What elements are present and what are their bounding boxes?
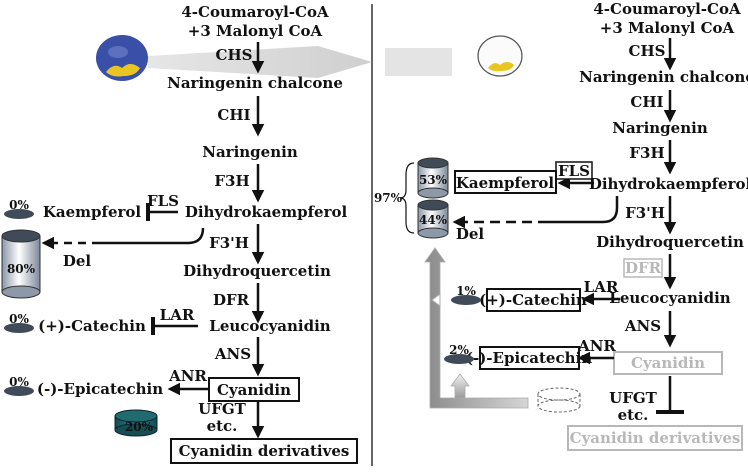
light-seed-icon [477, 35, 523, 77]
right-total-brace [399, 162, 415, 234]
left-epicatechin-pct: 0% [9, 375, 29, 389]
right-catechin-disc [451, 295, 481, 305]
right-enzyme-anr: ANR [577, 337, 616, 355]
left-enzyme-chs: CHS [216, 46, 253, 64]
right-cyanidin: Cyanidin [631, 354, 705, 372]
left-del-cylinder [1, 229, 41, 299]
right-epicatechin-disc [444, 354, 474, 364]
left-substrate-1: 4-Coumaroyl-CoA [181, 3, 329, 21]
right-leucocyanidin: Leucocyanidin [609, 289, 730, 307]
right-ufgt: UFGT [609, 389, 658, 407]
right-cyanidin-box [613, 351, 723, 375]
right-epicatechin: (-)-Epicatechin [466, 349, 592, 367]
right-enzyme-dfr: DFR [625, 259, 662, 277]
left-kaempferol: Kaempferol [43, 203, 142, 221]
right-enzyme-chs: CHS [629, 42, 666, 60]
right-del: Del [456, 225, 485, 243]
left-cyanidin-derivatives: Cyanidin derivatives [179, 442, 350, 460]
right-catechin-pct: 1% [456, 284, 476, 298]
right-enzyme-ans: ANS [624, 317, 661, 335]
right-del-pct: 44% [419, 213, 448, 227]
left-leucocyanidin: Leucocyanidin [209, 317, 330, 335]
left-derivatives-pct: 20% [125, 420, 154, 434]
left-del-pct: 80% [7, 262, 36, 276]
right-kaempferol-box [454, 170, 557, 194]
left-enzyme-ans: ANS [214, 345, 251, 363]
right-kaempferol-pct: 53% [419, 173, 448, 187]
right-kaempferol-cylinder [417, 157, 449, 199]
dark-seed-icon [96, 35, 148, 81]
left-enzyme-anr: ANR [168, 367, 207, 385]
right-enzyme-fls: FLS [558, 162, 590, 180]
right-naringenin-chalcone: Naringenin chalcone [579, 68, 748, 86]
left-kaempferol-pct: 0% [9, 198, 29, 212]
left-del: Del [63, 252, 92, 270]
left-enzyme-f3h: F3H [214, 172, 249, 190]
right-enzyme-f3hprime: F3'H [625, 204, 665, 222]
left-naringenin: Naringenin [202, 143, 298, 161]
left-catechin-disc [4, 323, 34, 333]
left-enzyme-f3hprime: F3'H [209, 234, 249, 252]
left-enzyme-lar: LAR [160, 306, 195, 324]
left-cyanidin: Cyanidin [217, 381, 291, 399]
right-total-pct: 97% [374, 191, 403, 205]
right-kaempferol: Kaempferol [456, 174, 555, 192]
right-derivatives-box [567, 425, 743, 451]
right-panel: 4-Coumaroyl-CoA +3 Malonyl CoA CHS Narin… [374, 0, 748, 451]
right-dihydroquercetin: Dihydroquercetin [596, 233, 744, 251]
right-del-cylinder [417, 199, 449, 239]
right-dfr-box [623, 258, 663, 278]
left-del-line-solid [100, 227, 205, 245]
right-catechin: (+)-Catechin [479, 291, 587, 309]
left-epicatechin-disc [4, 386, 34, 396]
right-derivatives-empty-cylinder [537, 387, 581, 413]
right-redirect-arrows [424, 247, 529, 409]
left-catechin: (+)-Catechin [38, 317, 146, 335]
right-enzyme-chi: CHI [630, 93, 663, 111]
right-substrate-2: +3 Malonyl CoA [600, 19, 735, 37]
left-enzyme-fls: FLS [147, 192, 179, 210]
left-enzyme-dfr: DFR [213, 291, 250, 309]
left-naringenin-chalcone: Naringenin chalcone [167, 74, 343, 92]
right-epicatechin-box [479, 346, 580, 370]
right-catechin-box [486, 288, 581, 312]
left-kaempferol-disc [4, 209, 34, 219]
left-substrate-2: +3 Malonyl CoA [188, 22, 323, 40]
right-epicatechin-pct: 2% [449, 343, 469, 357]
right-enzyme-lar: LAR [584, 278, 619, 296]
left-ufgt: UFGT [198, 400, 247, 418]
left-derivatives-cylinder [114, 409, 158, 437]
left-derivatives-box [170, 438, 358, 464]
right-cyanidin-derivatives: Cyanidin derivatives [570, 429, 741, 447]
left-panel: 4-Coumaroyl-CoA +3 Malonyl CoA CHS Narin… [1, 3, 358, 464]
left-enzyme-chi: CHI [217, 106, 250, 124]
right-naringenin: Naringenin [612, 119, 708, 137]
right-del-line-solid [548, 196, 619, 224]
left-epicatechin: (-)-Epicatechin [37, 380, 163, 398]
right-ufgt-etc: etc. [618, 406, 649, 424]
left-catechin-pct: 0% [9, 312, 29, 326]
left-ufgt-etc: etc. [207, 417, 238, 435]
right-substrate-1: 4-Coumaroyl-CoA [593, 0, 741, 18]
right-dihydrokaempferol: Dihydrokaempferol [589, 175, 748, 193]
right-enzyme-f3h: F3H [629, 144, 664, 162]
left-dihydroquercetin: Dihydroquercetin [183, 262, 331, 280]
left-dihydrokaempferol: Dihydrokaempferol [185, 203, 348, 221]
